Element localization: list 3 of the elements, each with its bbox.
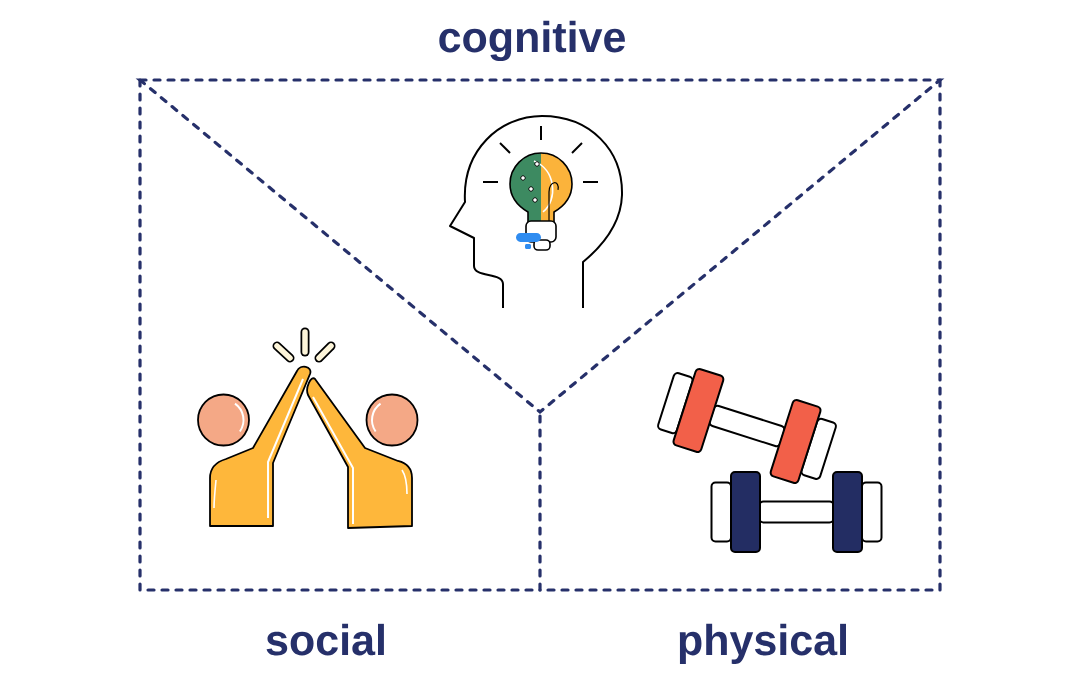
heading: physical xyxy=(679,623,846,664)
heading: cognitive xyxy=(439,20,625,62)
heading: social xyxy=(266,623,384,656)
